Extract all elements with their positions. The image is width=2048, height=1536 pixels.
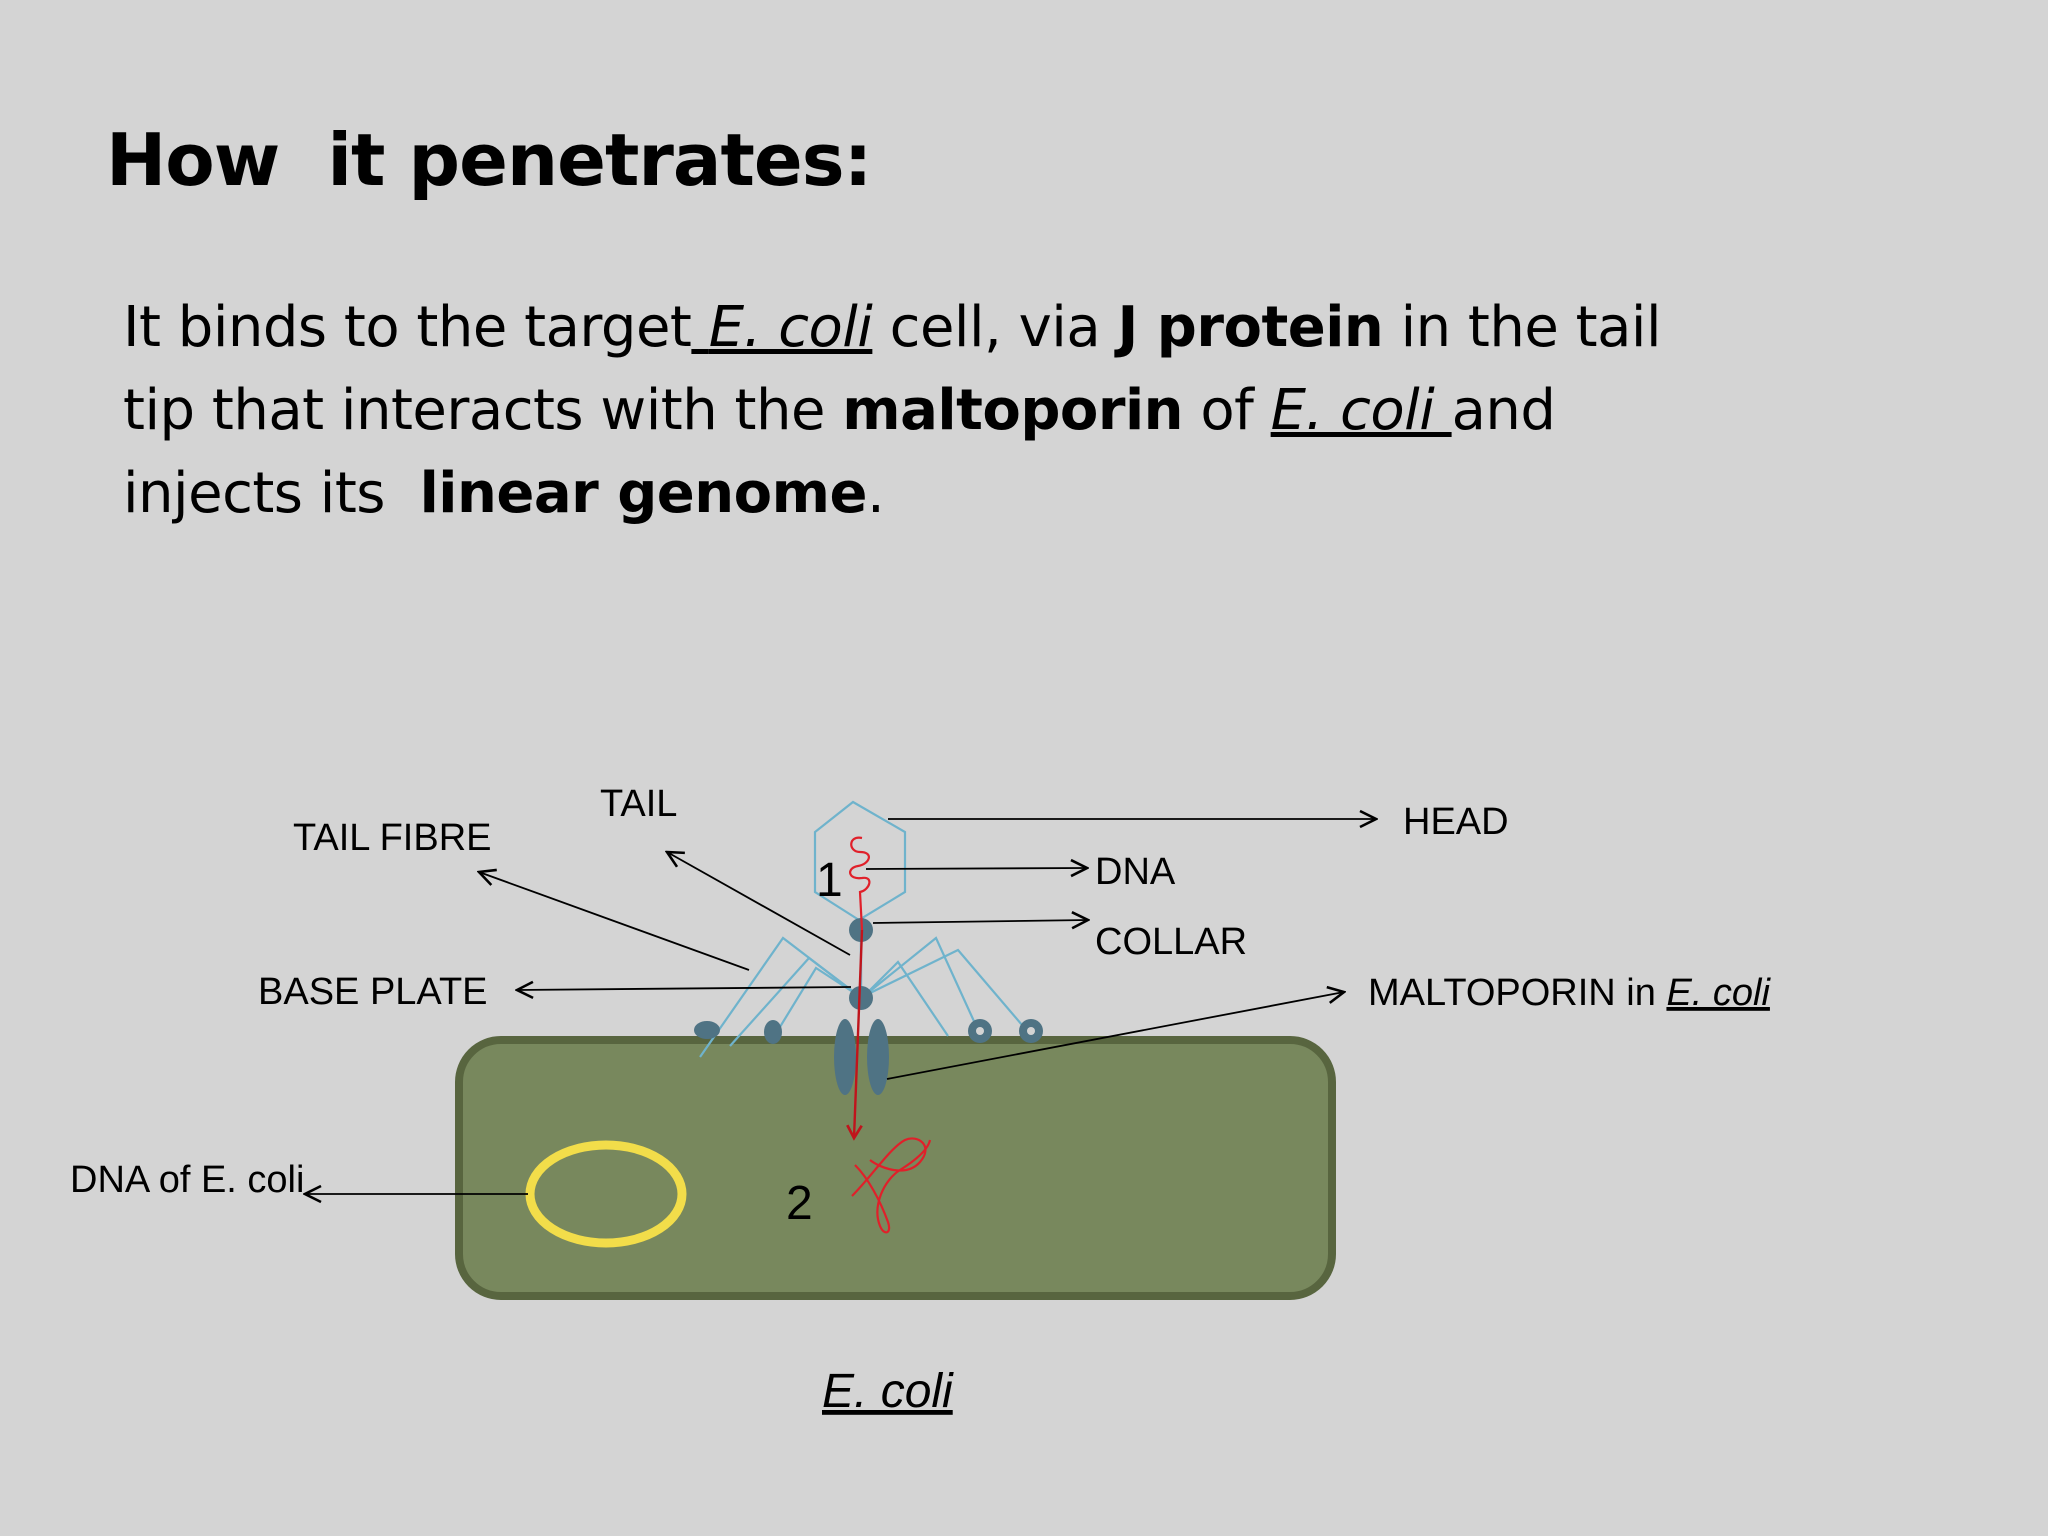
bacterial-dna-ring — [525, 1140, 687, 1248]
injection-arrow — [846, 929, 864, 1141]
slide-body-text: It binds to the target E. coli cell, via… — [123, 286, 1723, 535]
label-collar: COLLAR — [1095, 921, 1247, 963]
injected-phage-dna — [851, 1137, 932, 1234]
label-tail-fibre: TAIL FIBRE — [293, 817, 491, 859]
body-text: injects its — [123, 461, 420, 526]
ecoli-cell — [455, 1036, 1336, 1300]
body-text: of — [1183, 378, 1271, 443]
label-dna: DNA — [1095, 851, 1176, 893]
label-base-plate: BASE PLATE — [258, 971, 488, 1013]
step-number-1: 1 — [816, 854, 843, 907]
body-text: . — [866, 461, 885, 526]
body-text: cell, via — [872, 295, 1118, 360]
body-text: It binds to the target — [123, 295, 692, 360]
body-text: tip that interacts with the — [123, 378, 843, 443]
body-line-3: injects its linear genome. — [123, 452, 1723, 535]
slide-title: How it penetrates: — [106, 118, 872, 202]
label-maltoporin: MALTOPORIN in E. coli — [1368, 972, 1771, 1014]
body-bold-term: maltoporin — [842, 378, 1184, 443]
cell-caption: E. coli — [822, 1365, 954, 1418]
body-species: E. coli — [708, 295, 873, 360]
body-species: E. coli — [1270, 378, 1452, 443]
tail-fibres — [699, 936, 1029, 1058]
label-tail: TAIL — [600, 783, 677, 825]
phage-base-plate — [849, 986, 873, 1010]
body-bold-term: linear genome — [419, 461, 868, 526]
label-pointers — [305, 819, 1376, 1194]
body-text: in the tail — [1383, 295, 1662, 360]
body-line-2: tip that interacts with the maltoporin o… — [123, 369, 1723, 452]
step-number-2: 2 — [786, 1177, 813, 1230]
label-dna-of-ecoli: DNA of E. coli — [70, 1159, 304, 1201]
body-bold-term: J protein — [1117, 295, 1384, 360]
maltoporin-channel — [834, 1019, 889, 1095]
label-head: HEAD — [1403, 801, 1509, 843]
body-text: and — [1451, 378, 1556, 443]
phage-dna-coil — [849, 836, 871, 931]
body-line-1: It binds to the target E. coli cell, via… — [123, 286, 1723, 369]
